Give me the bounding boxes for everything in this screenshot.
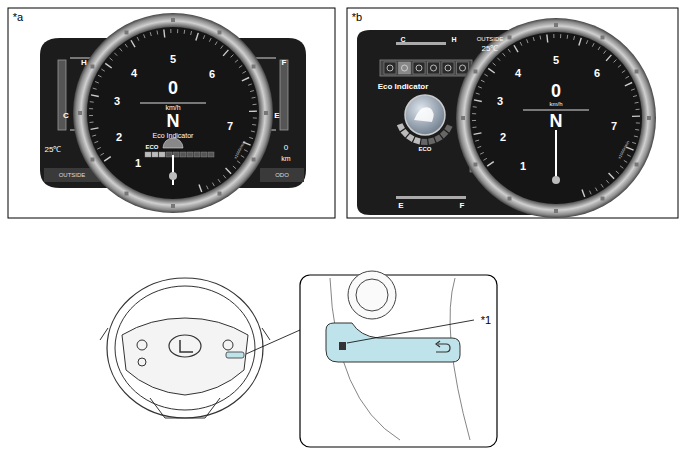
odo-tab: ODO [275,172,289,178]
gear-position: N [167,112,180,130]
gauge-number: 7 [611,121,617,132]
gauge-number: 5 [553,55,559,66]
fuel-empty-mark: E [274,112,279,120]
outside-temp: 25℃ [482,45,499,53]
gauge-number: 6 [209,69,215,80]
gear-position: N [550,112,563,130]
gauge-number: 2 [500,132,506,143]
figure-tag: *b [352,12,362,23]
speed-unit: km/h [165,104,180,111]
temp-hot-mark: H [451,36,456,43]
gauge-number: 3 [497,96,503,107]
temp-cold-mark: C [63,112,69,120]
outside-tab: OUTSIDE [59,172,86,178]
outside-temp: 25℃ [45,146,62,154]
eco-indicator-label: Eco Indicator [378,83,429,91]
eco-text: ECO [418,146,431,152]
callout-number: *1 [481,315,491,326]
gauge-number: 2 [116,132,122,143]
fuel-full-mark: F [282,59,287,67]
gauge-number: 4 [515,68,521,79]
fuel-full-mark: F [460,202,465,210]
gauge-number: 4 [131,68,137,79]
fuel-empty-mark: E [398,202,403,210]
gauge-number: 5 [170,54,176,65]
gauge-number: 6 [594,68,600,79]
outside-label: OUTSIDE [477,36,504,42]
odometer-unit: km [281,155,290,162]
gauge-number: 7 [227,121,233,132]
odometer-value: 0 [284,144,288,152]
eco-indicator-label: Eco Indicator [153,132,194,139]
gauge-number: 1 [135,158,141,169]
speed-value: 0 [551,82,561,100]
eco-text: ECO [145,144,158,150]
temp-hot-mark: H [81,59,87,67]
gauge-number: 1 [520,161,526,172]
speed-unit: km/h [549,101,562,107]
temp-cold-mark: C [400,36,405,43]
speed-value: 0 [168,79,178,97]
gauge-number: 3 [114,96,120,107]
figure-tag: *a [13,12,23,23]
